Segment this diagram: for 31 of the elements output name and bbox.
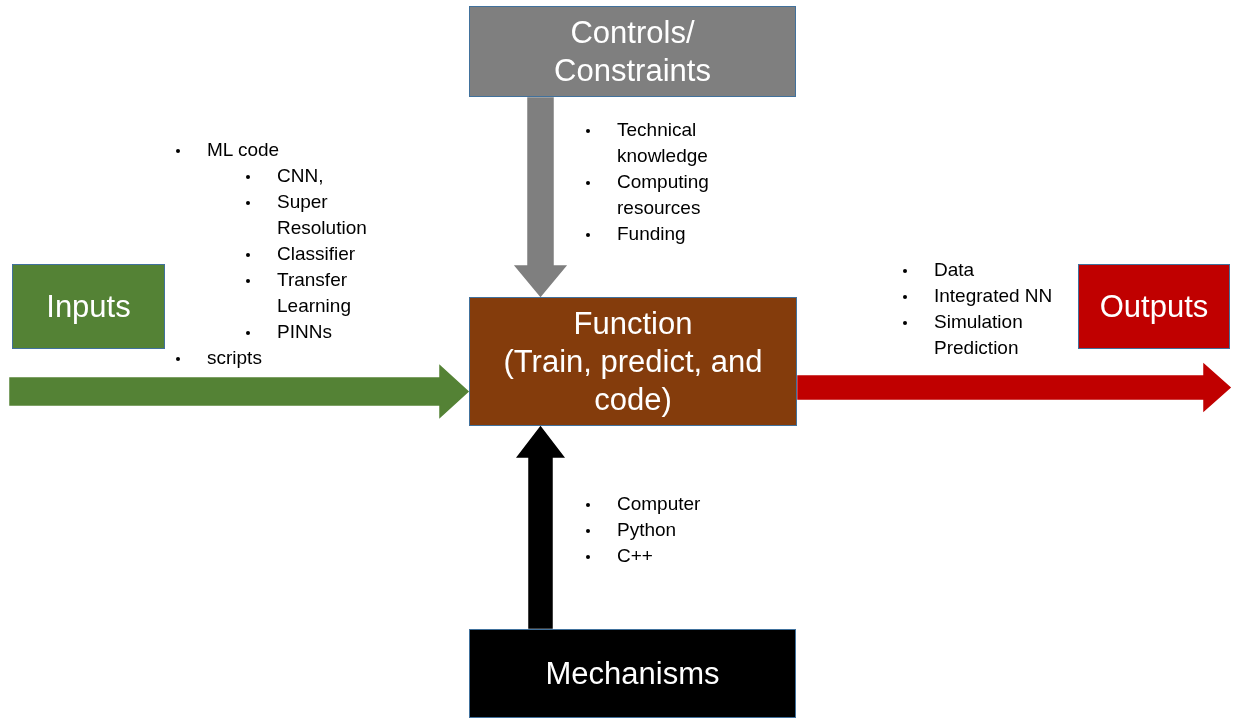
box-label: Mechanisms [545, 654, 720, 693]
process-box [469, 6, 796, 97]
bullet-text: PINNs [277, 320, 332, 344]
bullet-text: C++ [617, 544, 653, 568]
box-label: Inputs [46, 287, 131, 326]
bullet-text: ML code [207, 138, 280, 162]
bullet-text: Super Resolution [277, 190, 368, 240]
box-label: (Train, predict, and code) [502, 342, 764, 419]
process-box [469, 297, 797, 426]
bullet-text: Computing resources [617, 170, 710, 220]
bullet-text: scripts [207, 346, 262, 370]
block-arrow [9, 364, 470, 419]
block-arrow [515, 425, 566, 629]
bullet-text: Simulation Prediction [934, 310, 1024, 360]
process-box [469, 629, 796, 718]
block-arrow [513, 97, 568, 298]
block-arrow [797, 362, 1232, 413]
process-box [1078, 264, 1230, 349]
bullet-text: Integrated NN [934, 284, 1053, 308]
bullet-text: CNN, [277, 164, 324, 188]
bullet-text: Python [617, 518, 677, 542]
bullet-text: Classifier [277, 242, 356, 266]
box-label: Controls/ Constraints [553, 13, 712, 90]
box-label: Outputs [1099, 287, 1209, 326]
bullet-text: Data [934, 258, 975, 282]
process-box [12, 264, 165, 349]
bullet-text: Transfer Learning [277, 268, 352, 318]
box-label: Function [573, 304, 693, 343]
bullet-text: Technical knowledge [617, 118, 709, 168]
bullet-text: Computer [617, 492, 701, 516]
bullet-text: Funding [617, 222, 686, 246]
